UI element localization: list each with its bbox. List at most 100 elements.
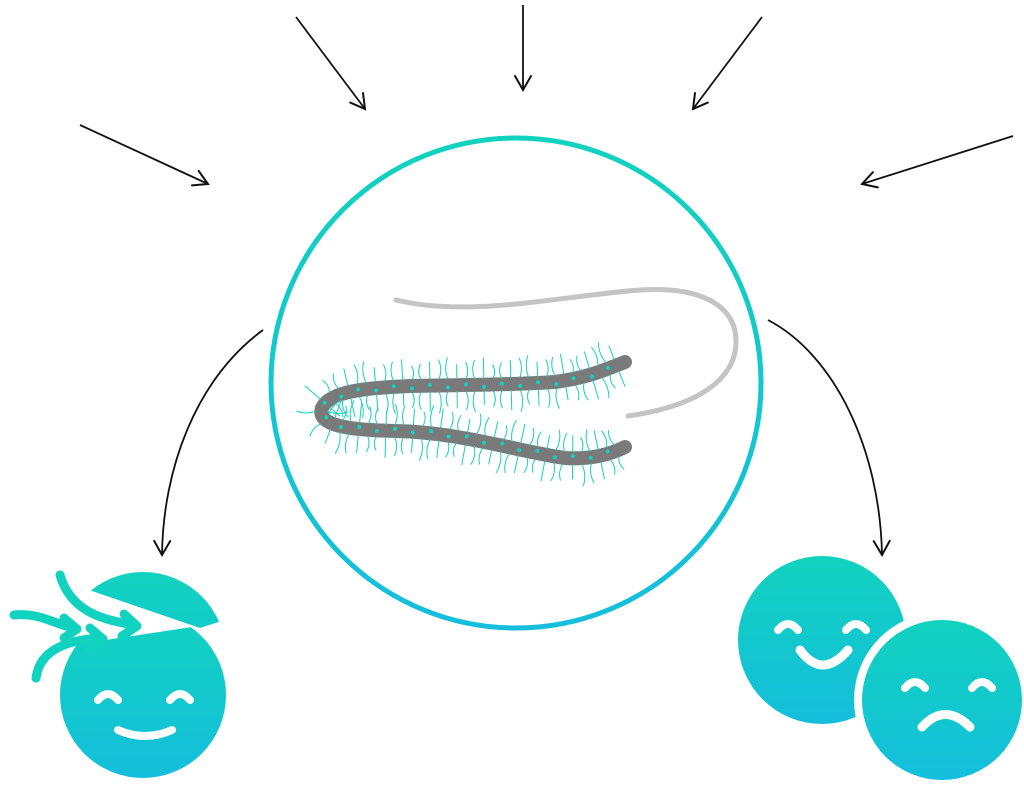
receptor-hair — [391, 362, 394, 381]
receptor-dot — [482, 385, 486, 389]
receptor-dot — [590, 375, 594, 379]
receptor-hair — [462, 444, 466, 465]
receptor-hair — [582, 464, 585, 486]
receptor-hair — [526, 355, 528, 377]
receptor-hair — [591, 463, 595, 483]
receptor-hair — [360, 403, 362, 423]
receptor-dot — [465, 434, 469, 438]
receptor-hair — [437, 440, 439, 458]
receptor-hair — [537, 362, 538, 377]
receptor-hair — [412, 366, 414, 380]
receptor-hair — [458, 415, 461, 431]
receptor-hair — [335, 432, 340, 453]
receptor-hair — [505, 453, 510, 473]
receptor-hair — [610, 459, 615, 474]
receptor-dot — [339, 425, 343, 429]
receptor-hair — [547, 435, 550, 449]
receptor-hair — [476, 414, 480, 435]
receptor-hair — [510, 360, 511, 378]
receptor-hair — [532, 459, 536, 473]
receptor-dot — [446, 386, 450, 390]
receptor-hair — [593, 380, 599, 399]
receptor-hair — [473, 360, 475, 379]
receptor-hair — [494, 421, 497, 438]
receptor-hair — [439, 392, 441, 414]
receptor-hair — [594, 430, 598, 450]
receptor-hair — [512, 420, 517, 442]
receptor-hair — [471, 446, 475, 465]
receptor-hair — [528, 389, 530, 404]
receptor-hair — [529, 428, 533, 446]
receptor-dot — [464, 382, 468, 386]
receptor-dot — [323, 401, 327, 405]
receptor-hair — [564, 433, 567, 452]
receptor-dot — [517, 448, 521, 452]
receptor-hair — [446, 391, 448, 406]
receptor-hair — [374, 436, 376, 450]
receptor-hair — [383, 364, 386, 381]
receptor-hair — [450, 412, 454, 430]
receptor-hair — [374, 367, 375, 382]
receptor-hair — [520, 390, 522, 412]
receptor-hair — [446, 357, 448, 379]
receptor-dot — [410, 386, 414, 390]
receptor-hair — [441, 409, 444, 429]
receptor-hair — [419, 438, 422, 460]
receptor-hair — [566, 386, 568, 400]
receptor-hair — [310, 424, 321, 437]
receptor-hair — [385, 393, 388, 412]
receptor-hair — [609, 346, 615, 360]
dark-nerve-strand — [321, 362, 625, 458]
receptor-dot — [500, 441, 504, 445]
incoming-arrow-upper-right — [693, 17, 762, 109]
receptor-hair — [556, 388, 560, 409]
receptor-dot — [536, 449, 540, 453]
receptor-hair — [305, 386, 321, 400]
receptor-hair — [519, 358, 521, 378]
receptor-hair — [570, 359, 574, 373]
outgoing-arrow-left — [162, 330, 263, 555]
receptor-hair — [473, 391, 475, 412]
receptor-hair — [354, 365, 358, 385]
receptor-dot — [447, 434, 451, 438]
receptor-dot — [428, 383, 432, 387]
receptor-dot — [554, 382, 558, 386]
receptor-hair — [575, 385, 579, 401]
receptor-hair — [419, 392, 421, 410]
receptor-hair — [500, 362, 502, 378]
receptor-hair — [601, 462, 605, 480]
incoming-arrow-upper-left — [296, 17, 365, 109]
receptor-dot — [500, 382, 504, 386]
receptor-hair — [466, 362, 468, 379]
receptor-dot — [375, 429, 379, 433]
receptor-hair — [547, 388, 550, 407]
receptor-dot — [536, 380, 540, 384]
receptor-hair — [401, 437, 403, 454]
receptor-hair — [489, 450, 492, 465]
receptor-hair — [403, 392, 404, 406]
receptor-hair — [395, 404, 397, 425]
receptor-hair — [602, 377, 609, 398]
mixed-outcome-faces — [738, 556, 1024, 785]
receptor-hair — [551, 462, 555, 481]
receptor-hair — [560, 354, 563, 375]
receptor-hair — [325, 429, 330, 443]
receptor-hair — [431, 406, 434, 428]
receptor-dot — [339, 395, 343, 399]
receptor-hair — [524, 457, 528, 473]
receptor-hair — [598, 342, 606, 363]
receptor-hair — [493, 365, 495, 379]
receptor-hair — [511, 390, 512, 410]
receptor-hair — [394, 437, 396, 456]
receptor-hair — [584, 351, 589, 368]
receptor-hair — [419, 364, 421, 380]
receptor-hair — [514, 455, 518, 473]
receptor-hair — [619, 371, 625, 387]
receptor-dot — [553, 455, 557, 459]
receptor-hair — [609, 430, 615, 445]
receptor-dot — [411, 430, 415, 434]
receptor-hair — [496, 452, 501, 474]
receptor-dot — [606, 366, 610, 370]
incoming-arrow-left — [80, 125, 208, 184]
receptor-hair — [541, 461, 545, 482]
